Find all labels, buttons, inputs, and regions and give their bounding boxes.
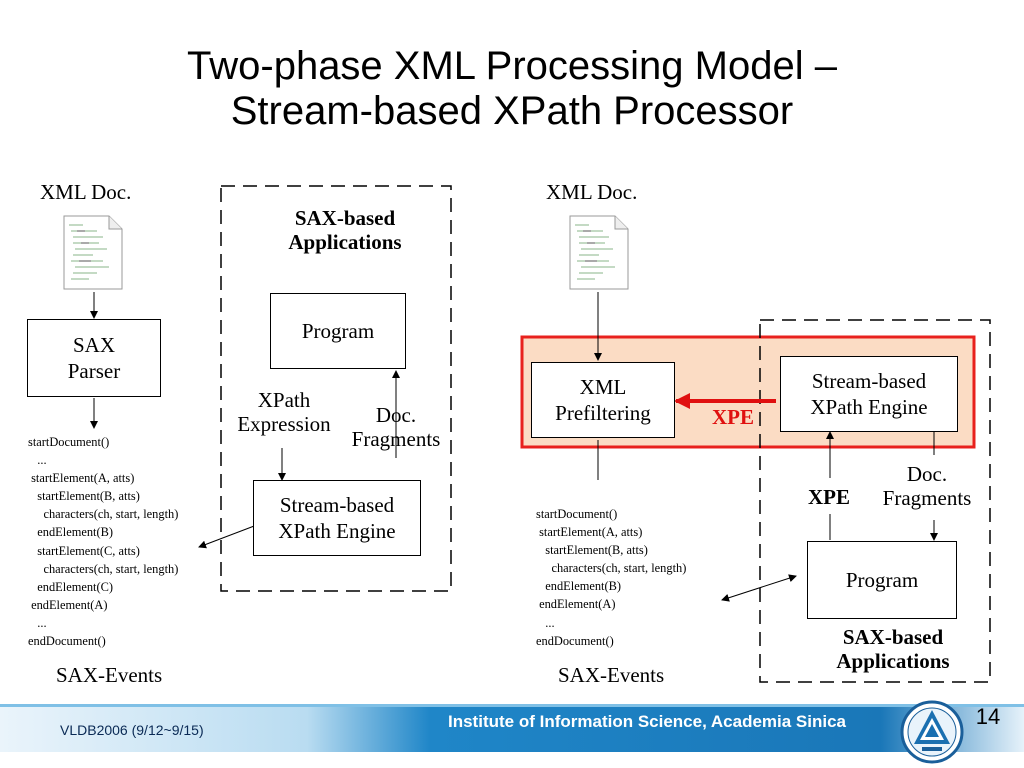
left-apps-container bbox=[220, 185, 452, 592]
prefilter-label-2: Prefiltering bbox=[555, 401, 651, 425]
left-engine-label-2: XPath Engine bbox=[278, 519, 396, 543]
footer-band bbox=[0, 704, 1024, 768]
right-apps-title-2: Applications bbox=[836, 649, 950, 673]
left-engine-label-1: Stream-based bbox=[279, 493, 395, 517]
page-number: 14 bbox=[975, 704, 1001, 729]
left-program-box: Program bbox=[270, 293, 406, 369]
right-doc-fragments-label: Doc. Fragments bbox=[870, 462, 984, 510]
sax-parser-label-1: SAX bbox=[72, 333, 115, 357]
right-apps-title-1: SAX-based bbox=[842, 625, 944, 649]
xpe-black-label: XPE bbox=[808, 485, 850, 509]
right-apps-container bbox=[759, 319, 991, 683]
right-apps-title: SAX-based Applications bbox=[810, 625, 976, 673]
right-xpath-engine-box: Stream-based XPath Engine bbox=[780, 356, 958, 432]
right-xml-doc-label: XML Doc. bbox=[546, 180, 638, 204]
left-doc-fragments-1: Doc. bbox=[375, 403, 417, 427]
right-engine-label-1: Stream-based bbox=[811, 369, 927, 393]
left-xml-doc-label: XML Doc. bbox=[40, 180, 132, 204]
xpath-expression-1: XPath bbox=[257, 388, 311, 412]
right-program-box: Program bbox=[807, 541, 957, 619]
left-apps-title-2: Applications bbox=[288, 230, 402, 254]
slide-title: Two-phase XML Processing Model – Stream-… bbox=[0, 44, 1024, 134]
footer-institute: Institute of Information Science, Academ… bbox=[448, 712, 847, 731]
left-xpath-engine-box: Stream-based XPath Engine bbox=[253, 480, 421, 556]
right-program-label: Program bbox=[845, 568, 919, 592]
left-sax-events-list: startDocument() ... startElement(A, atts… bbox=[28, 435, 179, 649]
right-xml-document-icon bbox=[569, 215, 629, 290]
right-doc-fragments-2: Fragments bbox=[882, 486, 972, 510]
xpath-expression-label: XPath Expression bbox=[222, 388, 346, 436]
prefilter-label-1: XML bbox=[579, 375, 627, 399]
left-doc-fragments-2: Fragments bbox=[351, 427, 441, 451]
title-line-2: Stream-based XPath Processor bbox=[230, 89, 794, 133]
academia-sinica-logo-icon bbox=[900, 700, 964, 764]
right-engine-label-2: XPath Engine bbox=[810, 395, 928, 419]
left-doc-fragments-label: Doc. Fragments bbox=[340, 403, 452, 451]
left-apps-title: SAX-based Applications bbox=[260, 206, 430, 254]
footer-conference: VLDB2006 (9/12~9/15) bbox=[60, 722, 204, 738]
right-doc-fragments-1: Doc. bbox=[906, 462, 948, 486]
xpe-red-label: XPE bbox=[712, 405, 754, 429]
right-sax-events-label: SAX-Events bbox=[558, 663, 665, 687]
left-xml-document-icon bbox=[63, 215, 123, 290]
xpath-expression-2: Expression bbox=[237, 412, 331, 436]
left-program-label: Program bbox=[301, 319, 375, 343]
left-sax-events-label: SAX-Events bbox=[56, 663, 163, 687]
sax-parser-label-2: Parser bbox=[67, 359, 121, 383]
sax-parser-box: SAX Parser bbox=[27, 319, 161, 397]
xml-prefiltering-box: XML Prefiltering bbox=[531, 362, 675, 438]
left-apps-title-1: SAX-based bbox=[294, 206, 396, 230]
title-line-1: Two-phase XML Processing Model – bbox=[187, 44, 837, 88]
right-sax-events-list: startDocument() startElement(A, atts) st… bbox=[536, 507, 687, 648]
